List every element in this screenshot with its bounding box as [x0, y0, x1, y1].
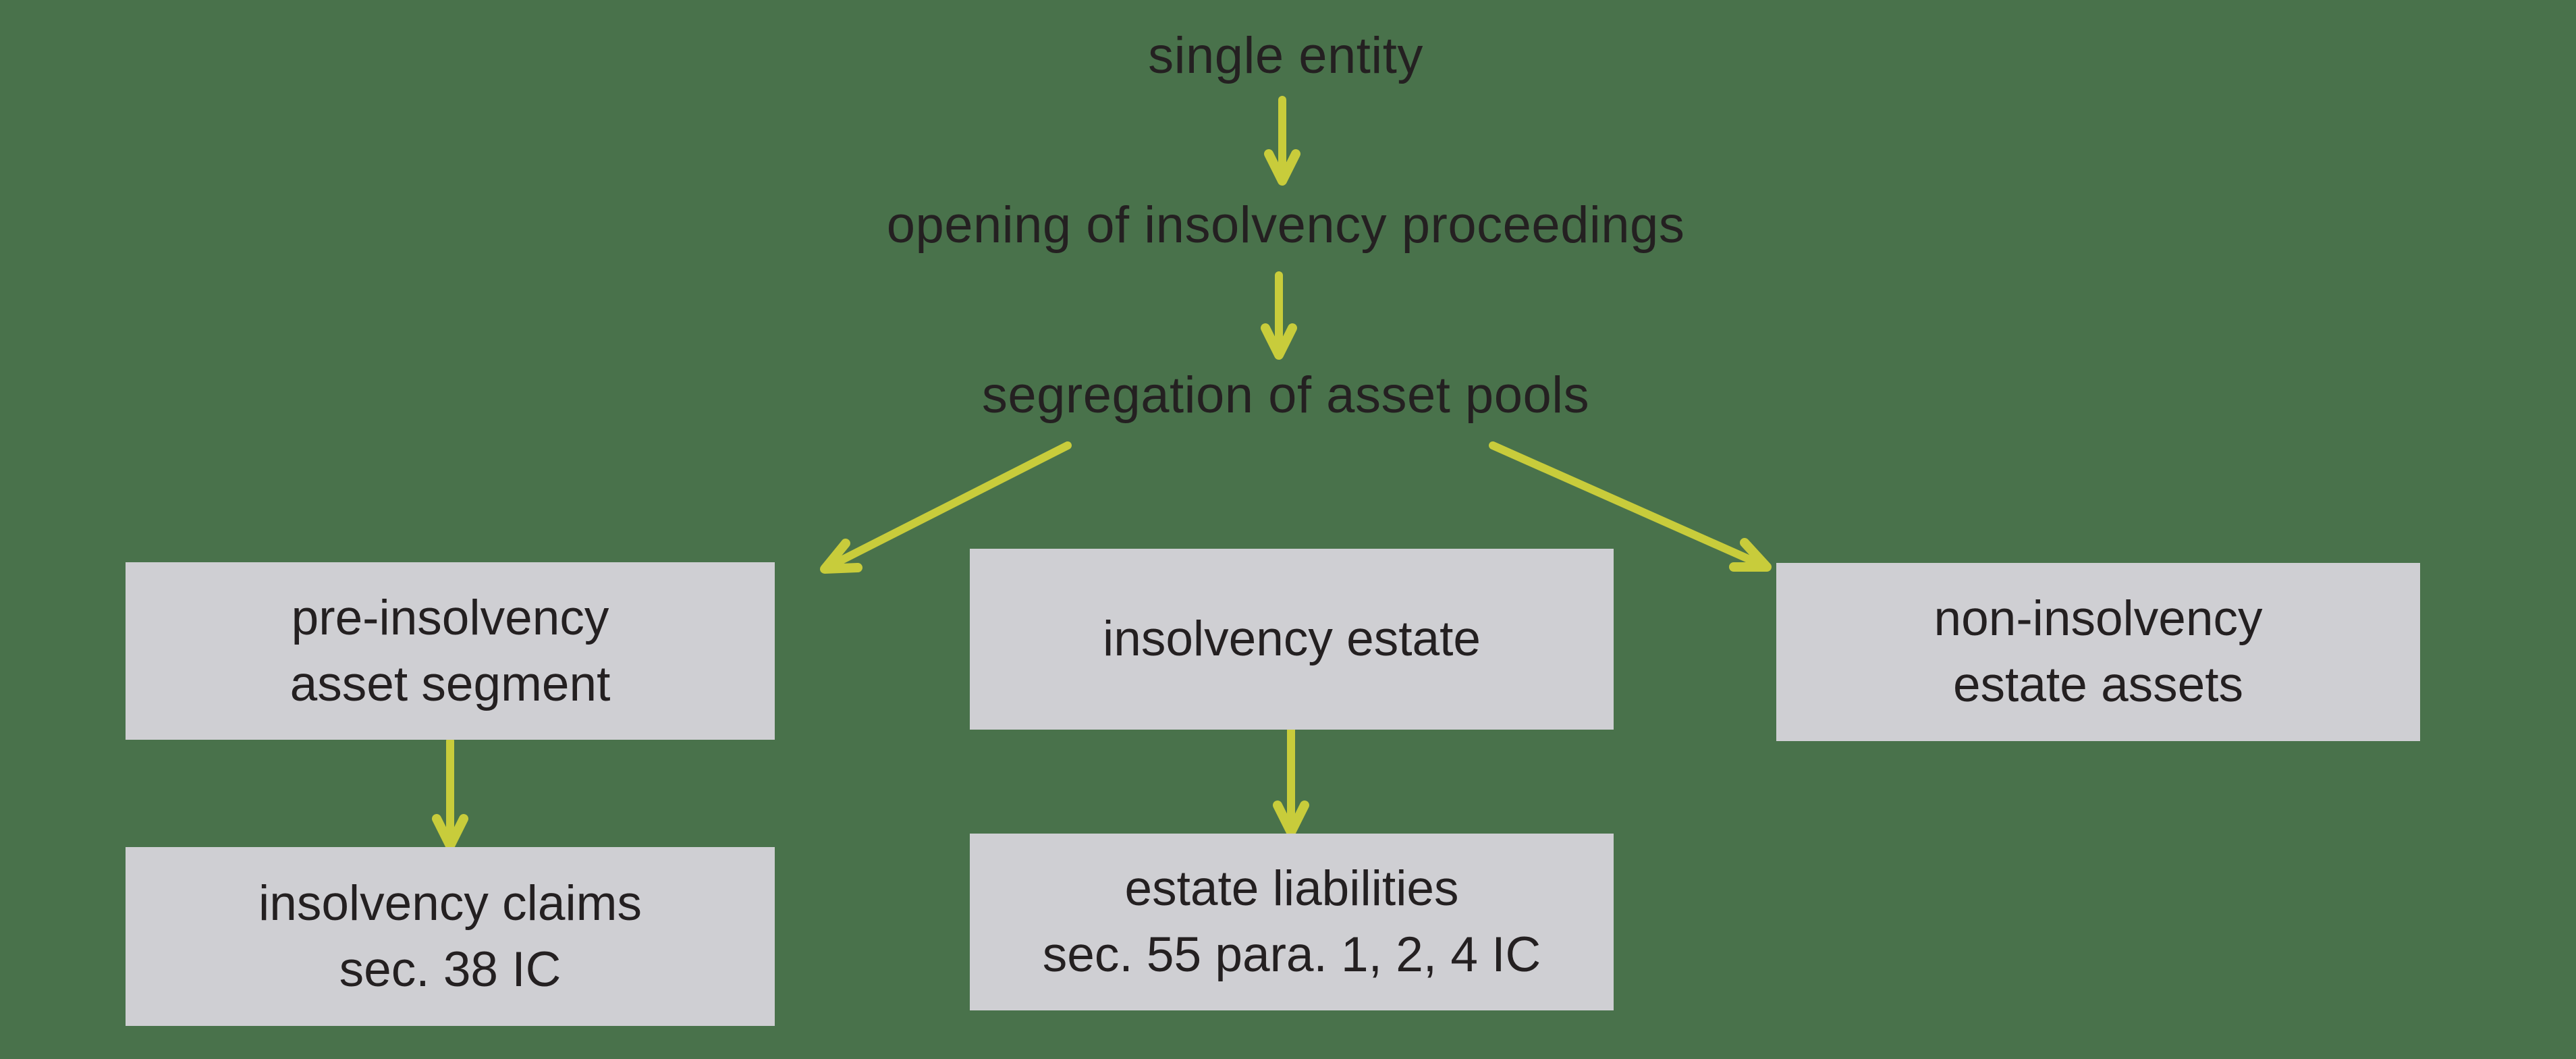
node-text-line: non-insolvency [1934, 591, 2263, 646]
node-text-line: pre-insolvency [291, 590, 609, 645]
arrow-pre-insolvency-to-claims-icon [432, 737, 468, 850]
node-text-line: estate assets [1952, 657, 2244, 712]
node-non-insolvency-estate-assets: non-insolvency estate assets [1776, 563, 2420, 741]
node-text-line: sec. 38 IC [339, 942, 561, 997]
arrow-estate-to-liabilities-icon [1273, 726, 1309, 837]
node-pre-insolvency-asset-segment: pre-insolvency asset segment [126, 562, 775, 740]
node-text-line: estate liabilities [1124, 861, 1459, 916]
node-text-line: sec. 55 para. 1, 2, 4 IC [1042, 927, 1541, 982]
node-insolvency-estate: insolvency estate [970, 549, 1614, 730]
node-text-line: insolvency estate [1103, 612, 1481, 666]
arrow-entity-to-opening-icon [1264, 96, 1300, 186]
node-text-line: asset segment [290, 656, 611, 711]
node-insolvency-claims: insolvency claims sec. 38 IC [126, 847, 775, 1026]
flow-label-segregation-of-asset-pools: segregation of asset pools [981, 366, 1590, 424]
flow-label-single-entity: single entity [1148, 26, 1423, 84]
node-text-line: insolvency claims [258, 875, 642, 931]
node-estate-liabilities: estate liabilities sec. 55 para. 1, 2, 4… [970, 834, 1614, 1010]
arrow-opening-to-segregation-icon [1261, 271, 1297, 360]
flow-label-opening-of-insolvency-proceedings: opening of insolvency proceedings [886, 196, 1685, 254]
